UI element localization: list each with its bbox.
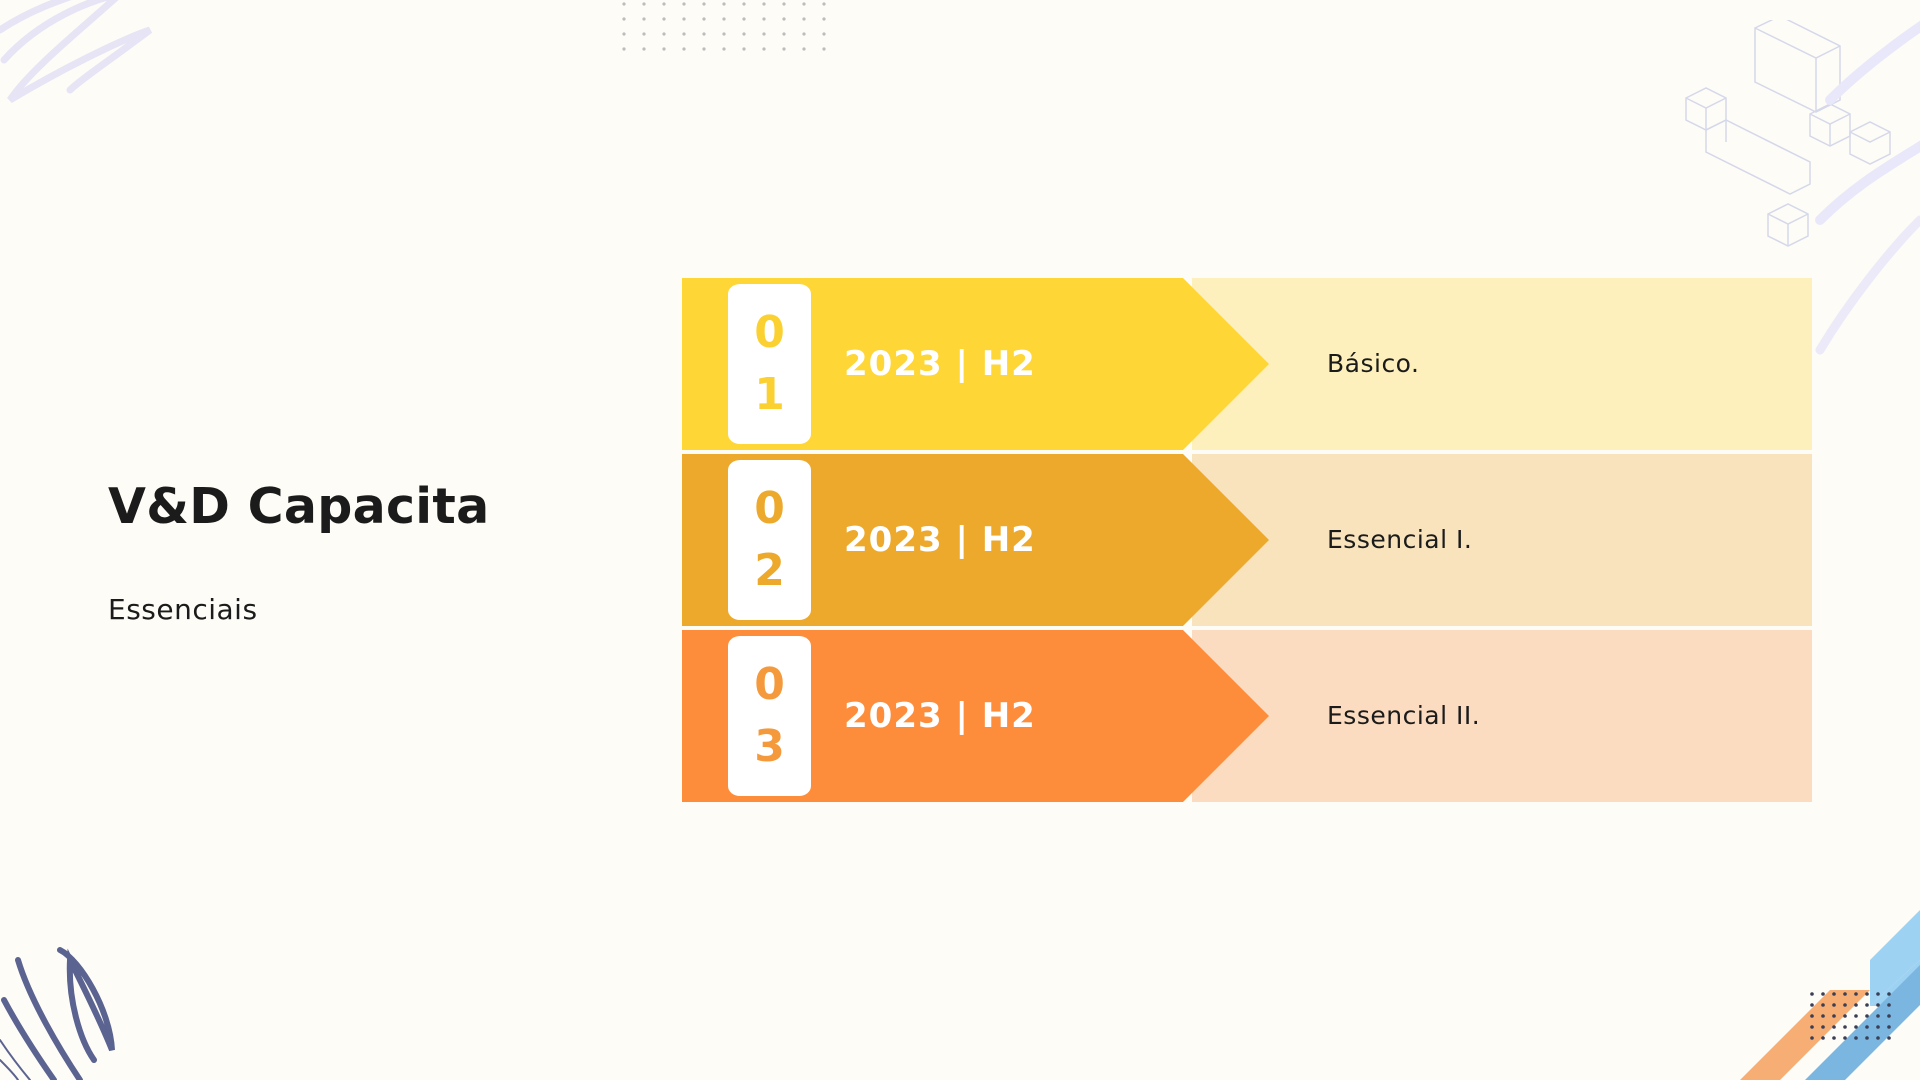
step-number-badge: [728, 284, 811, 444]
step-number-badge: [728, 460, 811, 620]
step-period-label: 2023 | H2: [844, 520, 1036, 560]
slide-title: V&D Capacita: [108, 478, 490, 535]
bottom-right-stripes-decoration: [1740, 910, 1920, 1080]
step-description-panel: [1192, 278, 1812, 450]
step-number: 0 1: [728, 284, 811, 444]
step-number: 0 3: [728, 636, 811, 796]
step-number-digit: 1: [754, 369, 785, 420]
steps-list: 0 1 2023 | H2 Básico. 0 2 2023 | H2 Esse…: [682, 278, 1812, 802]
step-number-digit: 3: [754, 721, 785, 772]
top-right-cube-decoration: [1685, 20, 1920, 247]
step-period-label: 2023 | H2: [844, 344, 1036, 384]
step-number-digit: 0: [754, 307, 785, 358]
slide-subtitle: Essenciais: [108, 593, 258, 626]
step-number-digit: 0: [754, 483, 785, 534]
step-number-badge: [728, 636, 811, 796]
step-description: Essencial I.: [1327, 525, 1473, 554]
bottom-left-scribble-decoration: [0, 947, 115, 1080]
step-description-panel: [1192, 454, 1812, 626]
step-item: 0 1 2023 | H2 Básico.: [682, 278, 1812, 450]
step-number-digit: 0: [754, 659, 785, 710]
step-description-panel: [1192, 630, 1812, 802]
step-item: 0 3 2023 | H2 Essencial II.: [682, 630, 1812, 802]
step-item: 0 2 2023 | H2 Essencial I.: [682, 454, 1812, 626]
step-description: Essencial II.: [1327, 701, 1481, 730]
right-scribble-decoration: [1815, 215, 1920, 355]
top-dot-grid-decoration: [622, 2, 826, 51]
step-number-digit: 2: [754, 545, 785, 596]
top-left-scribble-decoration: [0, 0, 153, 104]
step-number: 0 2: [728, 460, 811, 620]
step-period-label: 2023 | H2: [844, 696, 1036, 736]
step-description: Básico.: [1327, 349, 1420, 378]
